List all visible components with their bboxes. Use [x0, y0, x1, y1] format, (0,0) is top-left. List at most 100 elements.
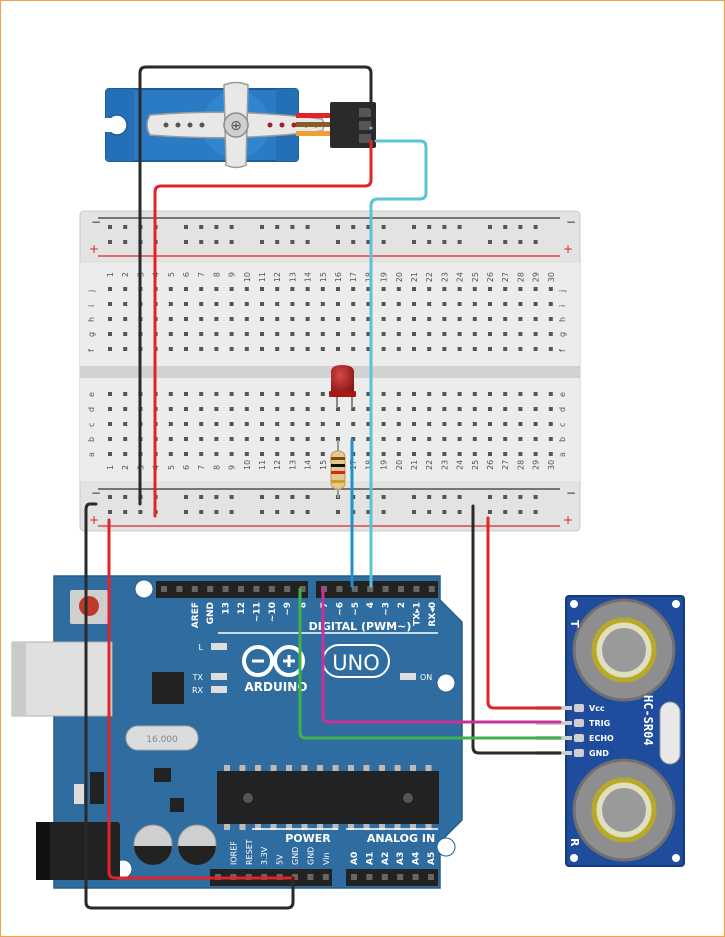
header-pin[interactable] — [207, 586, 214, 592]
column-number: 7 — [197, 465, 206, 470]
header-pin[interactable] — [366, 874, 373, 880]
wire-sensor-echo[interactable] — [298, 587, 562, 740]
chip-pin — [239, 824, 246, 830]
terminal-hole — [244, 407, 249, 411]
terminal-hole — [290, 287, 295, 291]
chip-pin — [317, 824, 323, 830]
rail-hole — [123, 495, 128, 499]
header-pin[interactable] — [398, 586, 404, 592]
header-pin[interactable] — [351, 874, 357, 880]
header-pin[interactable] — [397, 874, 404, 880]
terminal-hole — [244, 437, 249, 441]
wire-servo-signal[interactable] — [369, 126, 428, 588]
wire-gnd-rail[interactable] — [84, 502, 295, 910]
rail-plus-label: + — [89, 513, 99, 527]
terminal-hole — [123, 407, 128, 411]
terminal-hole — [518, 407, 523, 411]
terminal-hole — [533, 317, 538, 321]
terminal-hole — [305, 422, 310, 426]
servo-horn-hole — [291, 122, 297, 128]
terminal-hole — [199, 347, 204, 351]
column-number: 29 — [532, 272, 541, 282]
header-pin[interactable] — [336, 586, 343, 592]
terminal-hole — [412, 287, 416, 291]
rail-hole — [229, 240, 234, 244]
header-pin[interactable] — [428, 874, 434, 880]
header-pin[interactable] — [382, 586, 389, 592]
terminal-hole — [533, 422, 538, 426]
header-pin[interactable] — [284, 586, 291, 592]
terminal-hole — [427, 392, 432, 396]
header-pin[interactable] — [253, 586, 260, 592]
wire-5v-rail[interactable] — [107, 518, 297, 880]
header-pin[interactable] — [413, 586, 420, 592]
header-pin[interactable] — [322, 874, 329, 880]
terminal-hole — [518, 317, 523, 321]
rail-hole — [488, 240, 492, 244]
terminal-hole — [244, 392, 249, 396]
terminal-hole — [305, 437, 310, 441]
header-pin[interactable] — [176, 586, 183, 592]
terminal-hole — [260, 347, 264, 351]
header-pin[interactable] — [191, 586, 198, 592]
servo-motor[interactable]: ⊕ — [104, 81, 376, 169]
column-number: 21 — [410, 272, 419, 282]
terminal-hole — [108, 332, 112, 336]
terminal-hole — [260, 332, 264, 336]
digital-pin-label: ~6 — [335, 602, 345, 616]
header-pin[interactable] — [381, 874, 388, 880]
terminal-hole — [381, 422, 386, 426]
terminal-hole — [427, 287, 432, 291]
chip-pin — [394, 824, 401, 830]
terminal-hole — [275, 407, 280, 411]
header-pin[interactable] — [238, 586, 244, 592]
terminal-hole — [168, 437, 173, 441]
terminal-hole — [184, 332, 188, 336]
column-number: 9 — [228, 272, 237, 277]
terminal-hole — [290, 407, 295, 411]
resistor[interactable] — [330, 440, 346, 498]
red-led[interactable] — [329, 365, 356, 408]
header-pin[interactable] — [299, 586, 306, 592]
header-pin[interactable] — [222, 586, 229, 592]
header-pin[interactable] — [307, 874, 314, 880]
wire-servo-gnd[interactable] — [138, 65, 373, 506]
header-pin[interactable] — [367, 586, 374, 592]
terminal-hole — [244, 317, 249, 321]
terminal-hole — [244, 287, 249, 291]
row-letter: e — [558, 392, 567, 397]
terminal-hole — [214, 302, 219, 306]
terminal-hole — [108, 347, 112, 351]
wire-sensor-vcc[interactable] — [486, 516, 562, 710]
terminal-hole — [472, 392, 477, 396]
terminal-hole — [229, 452, 234, 456]
terminal-hole — [168, 317, 173, 321]
terminal-hole — [260, 422, 264, 426]
rail-hole — [427, 225, 432, 229]
header-pin[interactable] — [351, 586, 358, 592]
terminal-hole — [396, 302, 401, 306]
rail-hole — [366, 240, 371, 244]
wire-sensor-trig[interactable] — [321, 587, 562, 724]
header-pin[interactable] — [412, 874, 419, 880]
chip-pin — [255, 824, 261, 830]
digital-pin-label: ~11 — [252, 602, 262, 622]
row-letter: a — [558, 452, 567, 457]
column-number: 23 — [440, 272, 449, 282]
terminal-hole — [442, 452, 447, 456]
chip-pin — [239, 765, 246, 771]
header-pin[interactable] — [268, 586, 275, 592]
rail-hole — [275, 510, 280, 514]
header-pin[interactable] — [161, 586, 167, 592]
terminal-hole — [123, 422, 128, 426]
column-number: 10 — [243, 272, 252, 282]
rail-hole — [123, 225, 128, 229]
chip-pin — [317, 765, 323, 771]
terminal-hole — [381, 452, 386, 456]
terminal-hole — [229, 302, 234, 306]
terminal-hole — [548, 437, 553, 441]
header-pin[interactable] — [428, 586, 435, 592]
wire-sensor-gnd[interactable] — [471, 504, 562, 755]
wire-servo-vcc[interactable] — [153, 139, 373, 518]
